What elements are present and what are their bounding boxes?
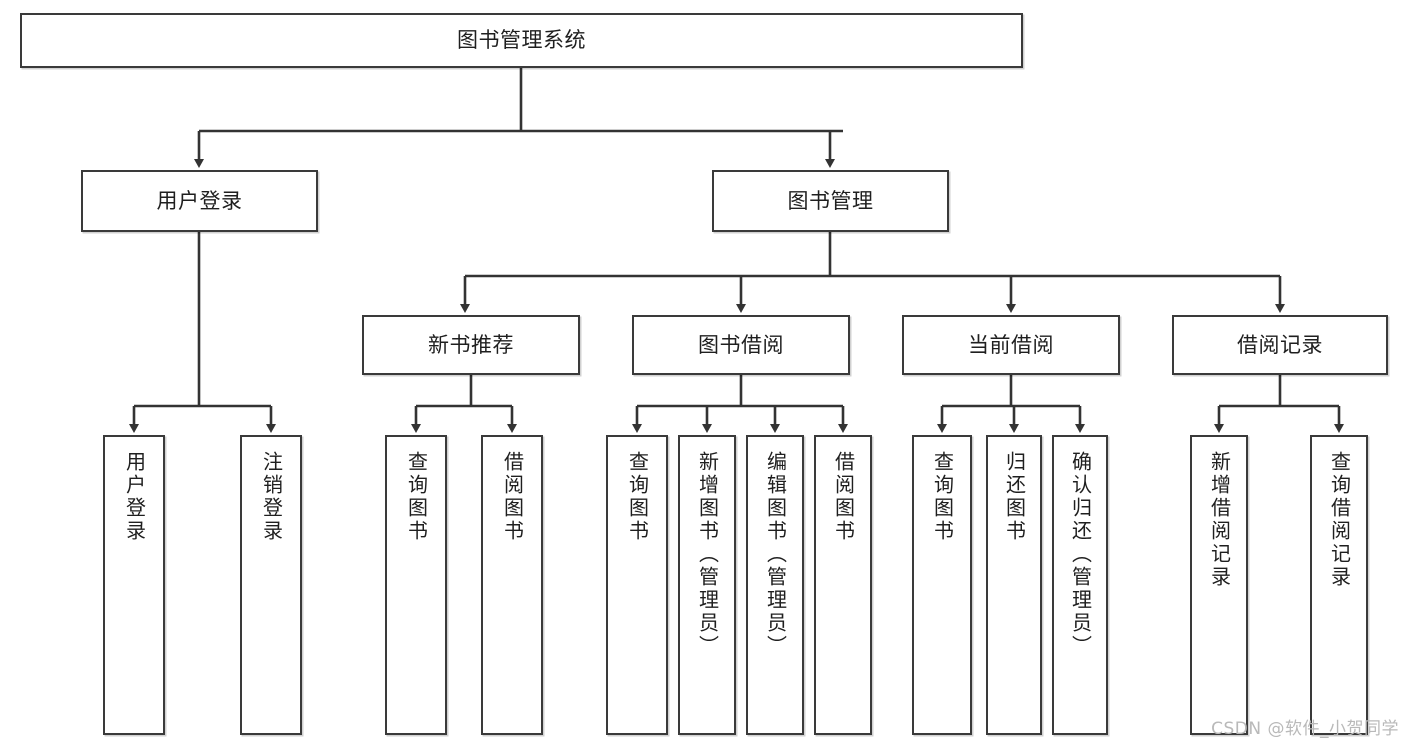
leaf-return-book[interactable]: 归还图书 bbox=[986, 435, 1042, 735]
leaf-logout[interactable]: 注销登录 bbox=[240, 435, 302, 735]
node-label: 借阅记录 bbox=[1237, 332, 1323, 357]
node-label: 查询图书 bbox=[625, 451, 650, 543]
node-book-management[interactable]: 图书管理 bbox=[712, 170, 949, 232]
leaf-confirm-return-admin[interactable]: 确认归还（管理员） bbox=[1052, 435, 1108, 735]
node-label: 新增图书（管理员） bbox=[695, 451, 720, 658]
node-new-book-recommend[interactable]: 新书推荐 bbox=[362, 315, 580, 375]
node-label: 图书管理系统 bbox=[457, 28, 586, 53]
node-label: 查询图书 bbox=[930, 451, 955, 543]
node-label: 编辑图书（管理员） bbox=[763, 451, 788, 658]
leaf-edit-book-admin[interactable]: 编辑图书（管理员） bbox=[746, 435, 804, 735]
node-root-system[interactable]: 图书管理系统 bbox=[20, 13, 1023, 68]
node-current-borrow[interactable]: 当前借阅 bbox=[902, 315, 1120, 375]
node-label: 新书推荐 bbox=[428, 332, 514, 357]
leaf-query-borrow-record[interactable]: 查询借阅记录 bbox=[1310, 435, 1368, 735]
leaf-add-book-admin[interactable]: 新增图书（管理员） bbox=[678, 435, 736, 735]
leaf-user-login[interactable]: 用户登录 bbox=[103, 435, 165, 735]
node-book-borrow[interactable]: 图书借阅 bbox=[632, 315, 850, 375]
leaf-query-book-recommend[interactable]: 查询图书 bbox=[385, 435, 447, 735]
node-label: 图书管理 bbox=[787, 188, 874, 213]
leaf-query-book-current[interactable]: 查询图书 bbox=[912, 435, 972, 735]
leaf-borrow-book-recommend[interactable]: 借阅图书 bbox=[481, 435, 543, 735]
node-label: 图书借阅 bbox=[698, 332, 784, 357]
leaf-query-book-borrow[interactable]: 查询图书 bbox=[606, 435, 668, 735]
watermark-text: CSDN @软件_小贺同学 bbox=[1211, 719, 1399, 739]
leaf-borrow-book[interactable]: 借阅图书 bbox=[814, 435, 872, 735]
node-user-login[interactable]: 用户登录 bbox=[81, 170, 318, 232]
node-label: 新增借阅记录 bbox=[1207, 451, 1232, 589]
node-label: 当前借阅 bbox=[968, 332, 1054, 357]
node-label: 借阅图书 bbox=[500, 451, 525, 543]
node-label: 注销登录 bbox=[259, 451, 284, 543]
leaf-add-borrow-record[interactable]: 新增借阅记录 bbox=[1190, 435, 1248, 735]
node-label: 查询图书 bbox=[404, 451, 429, 543]
node-label: 借阅图书 bbox=[831, 451, 856, 543]
node-borrow-record[interactable]: 借阅记录 bbox=[1172, 315, 1388, 375]
node-label: 查询借阅记录 bbox=[1327, 451, 1352, 589]
node-label: 归还图书 bbox=[1002, 451, 1027, 543]
node-label: 用户登录 bbox=[122, 451, 147, 543]
node-label: 用户登录 bbox=[156, 188, 243, 213]
node-label: 确认归还（管理员） bbox=[1068, 451, 1093, 658]
